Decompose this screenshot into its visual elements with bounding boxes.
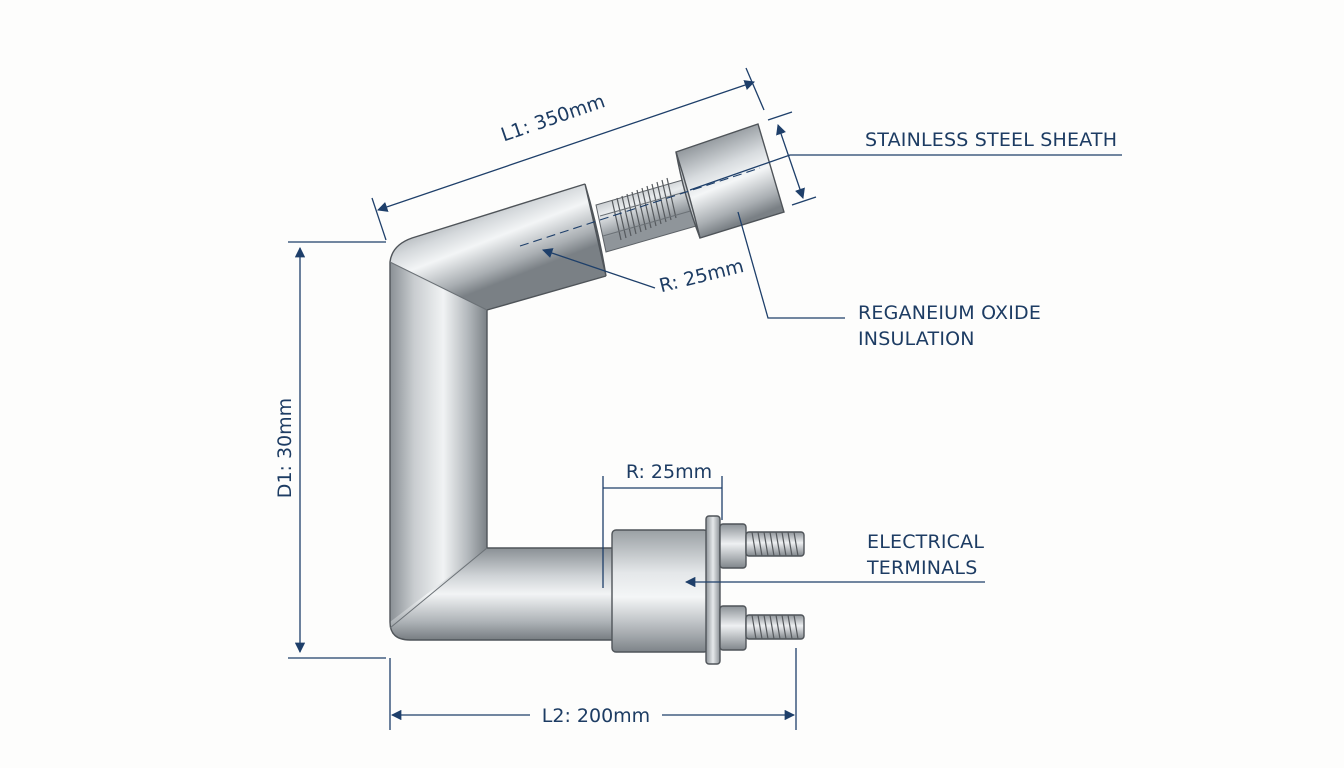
callout-insulation-label-2: INSULATION (858, 328, 975, 350)
dimension-d1-label: D1: 30mm (274, 398, 296, 498)
tube-center-line (519, 167, 761, 247)
dimension-r-bottom-label: R: 25mm (626, 461, 712, 483)
callout-insulation: REGANEIUM OXIDE INSULATION (737, 211, 1041, 350)
terminal-stud-lower (719, 605, 805, 651)
terminal-stud-upper (719, 523, 805, 569)
dimension-l2: L2: 200mm (389, 648, 797, 730)
terminal-body (611, 529, 709, 653)
dimension-r-top-label: R: 25mm (657, 255, 746, 297)
terminal-assembly (611, 515, 805, 665)
tube-bottom-leg (390, 548, 612, 640)
tube-diagonal-leg (390, 184, 606, 310)
dimension-l2-label: L2: 200mm (542, 705, 650, 727)
callout-sheath-label: STAINLESS STEEL SHEATH (865, 129, 1117, 151)
callout-insulation-label-1: REGANEIUM OXIDE (858, 302, 1041, 324)
callout-terminals-label-2: TERMINALS (866, 557, 977, 579)
dimension-sheath-diameter (767, 111, 817, 206)
callout-sheath: STAINLESS STEEL SHEATH (689, 129, 1122, 191)
callout-terminals-label-1: ELECTRICAL (867, 531, 984, 553)
callout-terminals: ELECTRICAL TERMINALS (684, 531, 985, 588)
dimension-r-bottom: R: 25mm (602, 461, 723, 588)
terminal-flange (705, 515, 721, 665)
tube-vertical-leg (390, 262, 487, 628)
dimension-d1: D1: 30mm (274, 241, 386, 659)
heating-tube (389, 183, 612, 641)
